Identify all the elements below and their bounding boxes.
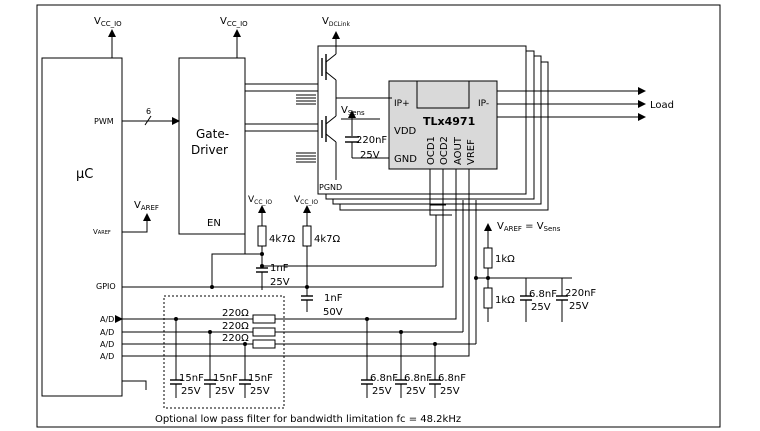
filter-resistor-1-label: 220Ω (222, 308, 249, 319)
sensor-pin-vdd: VDD (394, 126, 417, 137)
vref-divider: VAREF = VSens 1kΩ 1kΩ 6.8nF 25V 220nF 25… (474, 221, 596, 322)
uc-supply-label: VCC_IO (94, 16, 122, 28)
filter-resistor-3-label: 220Ω (222, 333, 249, 344)
adc-cap-3-voltage: 25V (440, 386, 460, 397)
adc-cap-1-voltage: 25V (372, 386, 392, 397)
sensor-chip (388, 80, 498, 170)
vsens-label: VSens (341, 105, 365, 117)
sensor-output-wires (122, 169, 477, 357)
sensor-decap-voltage: 25V (360, 150, 380, 161)
sensor-pin-ocd2: OCD2 (439, 136, 450, 165)
pullup-r1-label: 4k7Ω (269, 234, 296, 245)
pullup-resistor-1 (257, 225, 267, 247)
uc-pin-gpio: GPIO (96, 282, 116, 291)
lowpass-filter: 220Ω 220Ω 220Ω 15nF 25V 15nF 25V 15nF 25… (163, 295, 285, 409)
microcontroller-block: µC VCC_IO PWM VAREF GPIO A/D A/D A/D A/D… (41, 16, 159, 397)
gate-driver-line1: Gate- (196, 127, 229, 141)
adc-cap-2-voltage: 25V (406, 386, 426, 397)
pullup-supply-1: VCC_IO (248, 195, 272, 206)
gate-driver-en-pin: EN (207, 218, 221, 229)
uc-pin-ad-1: A/D (100, 315, 114, 324)
divider-c2-voltage: 25V (569, 301, 589, 312)
divider-resistor-top (483, 247, 493, 269)
varef-equals-vsens: VAREF = VSens (497, 221, 561, 233)
filter-cap-2-value: 15nF (213, 373, 238, 384)
pullup-c1-voltage: 25V (270, 277, 290, 288)
uc-varef-label: VAREF (134, 200, 159, 212)
divider-c1-voltage: 25V (531, 302, 551, 313)
gate-hatch-upper (296, 94, 316, 105)
gate-driver-line2: Driver (191, 143, 228, 157)
gate-hatch-lower (296, 152, 316, 163)
divider-c2-value: 220nF (565, 288, 596, 299)
uc-ground-icon (122, 380, 147, 390)
filter-resistor-3 (252, 339, 276, 349)
pwm-bus-width: 6 (146, 107, 151, 116)
filter-cap-3-value: 15nF (248, 373, 273, 384)
filter-cap-2-voltage: 25V (215, 386, 235, 397)
pullup-resistor-2 (302, 225, 312, 247)
filter-resistor-2 (252, 327, 276, 337)
uc-pin-ad-3: A/D (100, 340, 114, 349)
sensor-name: TLx4971 (423, 115, 475, 128)
adc-cap-2-value: 6.8nF (404, 373, 432, 384)
power-stage: VDCLink PGND 220nF 25V VSens IP+ IP- TLx… (245, 16, 674, 211)
pullup-r2-label: 4k7Ω (314, 234, 341, 245)
uc-pin-varef: VAREF (93, 228, 111, 236)
filter-resistor-1 (252, 314, 276, 324)
gate-driver-supply-label: VCC_IO (220, 16, 248, 28)
divider-r-top-label: 1kΩ (495, 254, 515, 265)
divider-resistor-bottom (483, 287, 493, 309)
dclink-label: VDCLink (322, 16, 350, 28)
pullup-supply-2: VCC_IO (294, 195, 318, 206)
pullup-c1-value: 1nF (270, 263, 289, 274)
adc-cap-3-value: 6.8nF (438, 373, 466, 384)
pullup-c2-value: 1nF (324, 293, 343, 304)
ad-lines (115, 315, 476, 346)
pullup-c2-voltage: 50V (323, 307, 343, 318)
adc-cap-1-value: 6.8nF (370, 373, 398, 384)
sensor-pin-ip-minus: IP- (478, 99, 489, 109)
uc-title: µC (76, 167, 93, 182)
sensor-pin-vref: VREF (466, 139, 477, 165)
pgnd-label: PGND (319, 183, 342, 192)
uc-pin-pwm: PWM (94, 117, 114, 126)
adc-caps: 6.8nF 25V 6.8nF 25V 6.8nF 25V (361, 319, 466, 398)
uc-pin-ad-2: A/D (100, 328, 114, 337)
sensor-decap-value: 220nF (356, 135, 387, 146)
diagram-frame (36, 4, 721, 428)
load-label: Load (650, 100, 674, 111)
divider-r-bottom-label: 1kΩ (495, 295, 515, 306)
sensor-pin-gnd: GND (394, 154, 417, 165)
gate-driver-block: Gate- Driver EN VCC_IO 6 (122, 16, 248, 287)
filter-cap-1-value: 15nF (179, 373, 204, 384)
lowpass-filter-box (163, 295, 285, 409)
sensor-pin-ocd1: OCD1 (426, 136, 437, 165)
filter-cap-3-voltage: 25V (250, 386, 270, 397)
divider-c1-value: 6.8nF (529, 289, 557, 300)
filter-cap-1-voltage: 25V (181, 386, 201, 397)
igbt-high-icon (321, 31, 340, 81)
sensor-pin-ip-plus: IP+ (394, 99, 410, 109)
filter-caption: Optional low pass filter for bandwidth l… (155, 414, 461, 425)
filter-resistor-2-label: 220Ω (222, 321, 249, 332)
uc-pin-ad-4: A/D (100, 352, 114, 361)
sensor-pin-aout: AOUT (453, 136, 464, 165)
igbt-low-icon (321, 115, 337, 143)
pullup-network: VCC_IO VCC_IO 4k7Ω 4k7Ω 1nF 25V 1nF 50V (210, 195, 436, 318)
